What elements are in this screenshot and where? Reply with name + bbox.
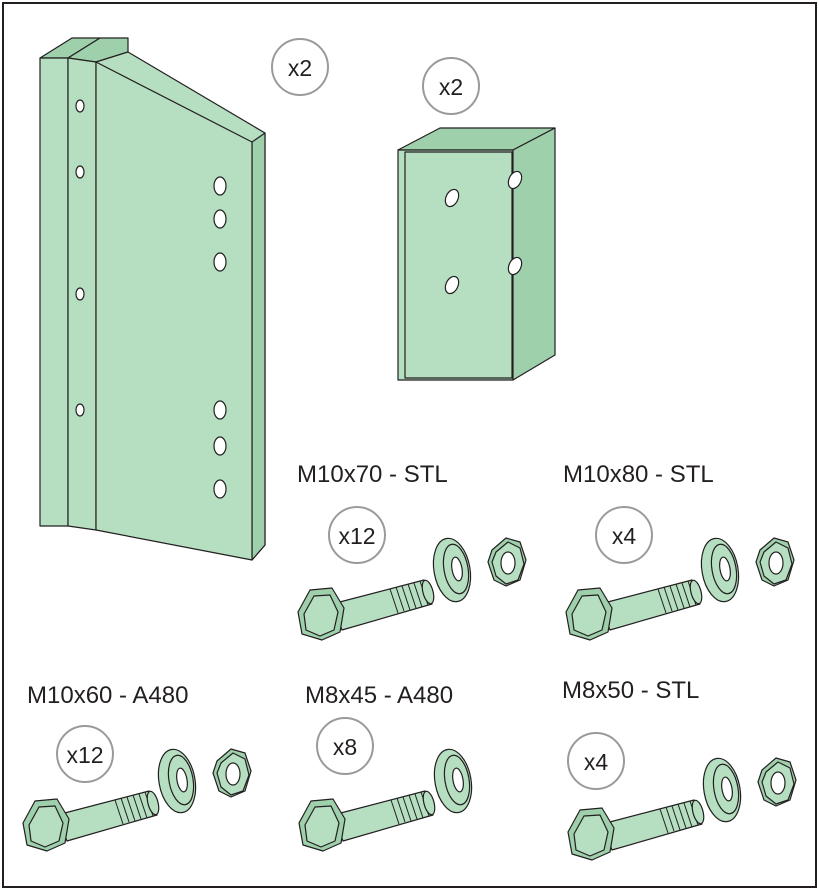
hardware-quantity-m10x80: x4 (612, 523, 637, 549)
hardware-spec-m8x45: M8x45 - A480 (305, 682, 453, 709)
hardware-spec-m8x50: M8x50 - STL (562, 677, 699, 704)
hardware-quantity-badge: x4 (595, 506, 653, 564)
plate-part (397, 127, 556, 381)
hardware-quantity-m10x70: x12 (338, 523, 375, 549)
hardware-spec-m10x70: M10x70 - STL (297, 461, 448, 488)
plate-quantity-badge: x2 (422, 57, 480, 115)
bracket-part (39, 37, 266, 561)
hardware-quantity-m8x50: x4 (584, 749, 609, 775)
plate-quantity: x2 (439, 74, 463, 100)
hardware-quantity-badge: x12 (56, 725, 114, 783)
hardware-quantity-m8x45: x8 (333, 734, 357, 760)
bracket-quantity-badge: x2 (271, 38, 329, 96)
hardware-quantity-badge: x4 (567, 732, 625, 790)
hardware-quantity-badge: x12 (328, 506, 386, 564)
hardware-spec-m10x80: M10x80 - STL (563, 461, 714, 488)
hardware-quantity-m10x60: x12 (66, 742, 103, 768)
bracket-quantity: x2 (288, 55, 312, 81)
hardware-spec-m10x60: M10x60 - A480 (27, 682, 188, 709)
hardware-quantity-badge: x8 (316, 717, 374, 775)
